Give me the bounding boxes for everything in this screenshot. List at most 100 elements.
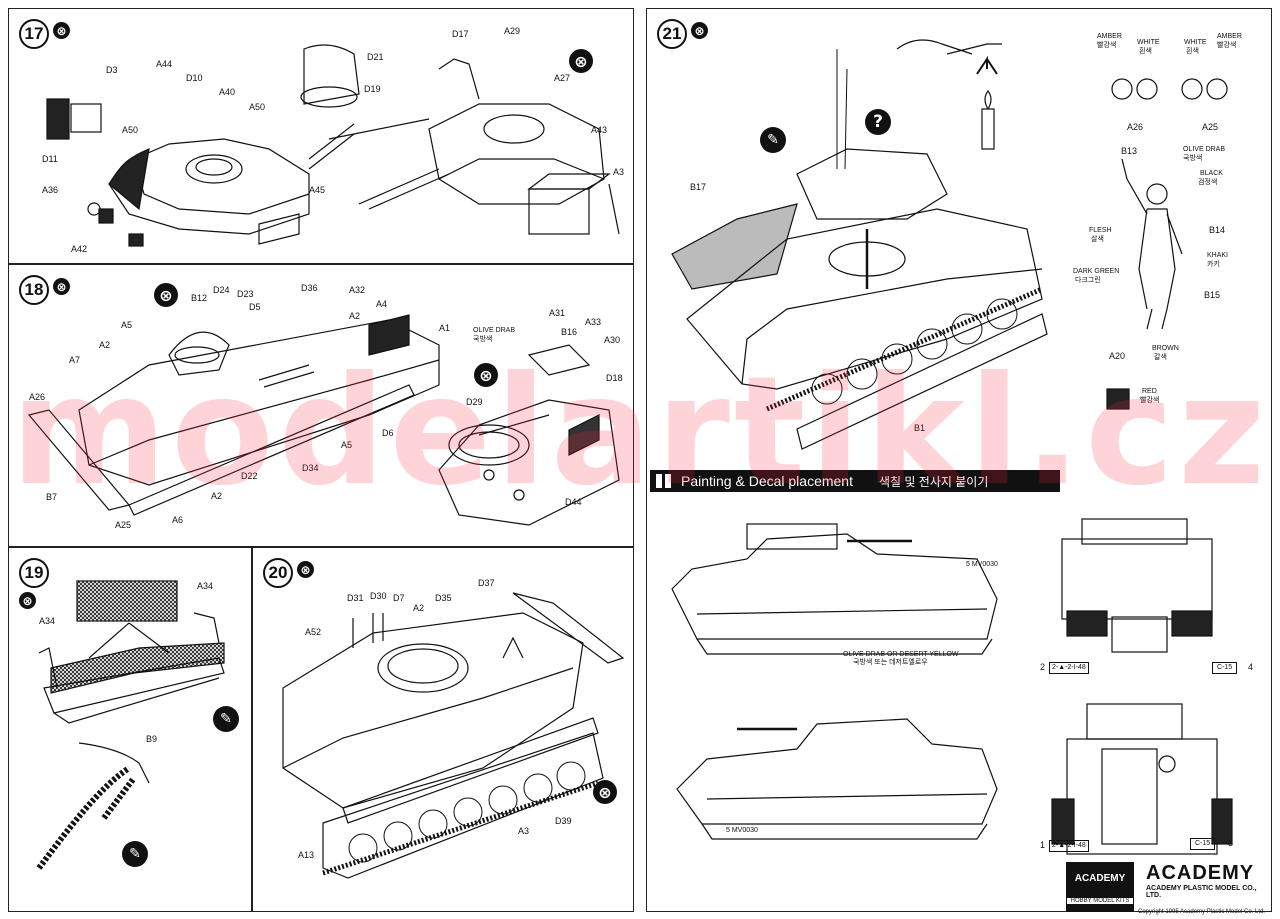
- badge-subtitle: HOBBY MODEL KITS: [1067, 898, 1133, 904]
- part-label: A6: [172, 515, 184, 525]
- no-cement-icon: ⊗: [154, 283, 178, 307]
- part-label: A32: [349, 285, 366, 295]
- part-label: D31: [347, 593, 364, 603]
- part-label: A45: [309, 185, 326, 195]
- part-label: A20: [1109, 351, 1126, 361]
- paint-note-kr: 국방색 또는 데저트엘로우: [853, 659, 928, 666]
- no-cement-icon: ⊗: [474, 363, 498, 387]
- part-label: D11: [42, 154, 58, 164]
- color-callout-en: AMBER: [1217, 33, 1242, 40]
- part-label: D36: [301, 283, 318, 293]
- color-callout-kr: 흰색: [1186, 48, 1199, 55]
- part-label: A3: [518, 826, 530, 836]
- color-callout-en: RED: [1142, 388, 1157, 395]
- part-label: D24: [213, 285, 230, 295]
- step-21-panel: 21 ⊗: [646, 8, 1272, 912]
- part-label: B9: [146, 734, 158, 744]
- part-label: D18: [606, 373, 623, 383]
- color-callout-en: BROWN: [1152, 345, 1179, 352]
- step-number: 19: [19, 558, 49, 588]
- part-label: B17: [690, 182, 707, 192]
- part-label: A26: [1127, 122, 1144, 132]
- color-callout-en: WHITE: [1137, 39, 1160, 46]
- knife-icon: ✎: [213, 706, 239, 732]
- paint-note-en: OLIVE DRAB OR DESERT YELLOW: [843, 651, 959, 658]
- color-callout-kr: 다크그린: [1075, 277, 1101, 284]
- part-label: A36: [42, 185, 59, 195]
- step-20-panel: 20 ⊗ ⊗ D31 D30 D7 A2 D35 D37 A52 A13 A3: [252, 547, 634, 912]
- bar-tick: [665, 474, 671, 488]
- cement-icon: ⊗: [691, 22, 708, 39]
- part-label: A30: [604, 335, 621, 345]
- decal-callout: C-15: [1212, 662, 1238, 674]
- decal-callout: 5 MV0030: [726, 827, 758, 834]
- painting-header: Painting & Decal placement 색칠 및 전사지 붙이기: [650, 470, 1060, 492]
- decal-callout: 2: [1040, 662, 1046, 672]
- step-number: 21: [657, 19, 687, 49]
- no-cement-icon: ⊗: [569, 49, 593, 73]
- cement-icon: ⊗: [297, 561, 314, 578]
- decal-callout: 4: [1248, 662, 1254, 672]
- part-label: D6: [382, 428, 394, 438]
- color-callout-en: KHAKI: [1207, 252, 1229, 259]
- step-17-panel: 17 ⊗: [8, 8, 634, 264]
- part-label: A43: [591, 125, 608, 135]
- paint-callout-kr: 국방색: [473, 336, 493, 343]
- part-label: A25: [1202, 122, 1219, 132]
- part-label: D19: [364, 84, 381, 94]
- part-label: A26: [29, 392, 46, 402]
- step-number: 20: [263, 558, 293, 588]
- badge-title: ACADEMY: [1074, 873, 1126, 884]
- color-callout-kr: 흰색: [1139, 48, 1152, 55]
- cement-icon: ⊗: [53, 22, 70, 39]
- color-callout-en: FLESH: [1089, 227, 1112, 234]
- part-label: A52: [305, 627, 322, 637]
- no-cement-icon: ⊗: [593, 780, 617, 804]
- part-label: D39: [555, 816, 572, 826]
- part-label: D29: [466, 397, 483, 407]
- part-label: A27: [554, 73, 571, 83]
- turret-assembly-drawing: [46, 44, 620, 247]
- color-callout-kr: 빨강색: [1140, 397, 1160, 404]
- part-label: A2: [413, 603, 425, 613]
- decal-callout: 2-▲-2-I-48: [1049, 662, 1089, 674]
- part-label: A5: [121, 320, 133, 330]
- part-label: D37: [478, 578, 495, 588]
- part-label: B16: [561, 327, 578, 337]
- part-label: D7: [393, 593, 405, 603]
- academy-wordmark-logo: ACADEMY ACADEMY PLASTIC MODEL CO., LTD.: [1146, 862, 1264, 899]
- part-label: D34: [302, 463, 319, 473]
- wordmark: ACADEMY: [1146, 862, 1255, 884]
- part-label: A29: [504, 26, 521, 36]
- part-label: A33: [585, 317, 602, 327]
- part-label: A44: [156, 59, 173, 69]
- part-label: B15: [1204, 290, 1221, 300]
- part-label: B13: [1121, 146, 1138, 156]
- part-label: A13: [298, 850, 315, 860]
- part-label: D10: [186, 73, 203, 83]
- color-callout-kr: 갈색: [1154, 354, 1167, 361]
- part-label: D21: [367, 52, 384, 62]
- part-label: A25: [115, 520, 132, 530]
- part-label: B14: [1209, 225, 1226, 235]
- hull-assembly-drawing: [282, 592, 625, 879]
- part-label: A50: [122, 125, 139, 135]
- color-callout-en: WHITE: [1184, 39, 1207, 46]
- step-number: 17: [19, 19, 49, 49]
- step-18-panel: 18 ⊗ ⊗ ⊗ B12 D24 D23 D5 D36 A32 A4 A1 A5…: [8, 264, 634, 547]
- help-icon: ?: [865, 109, 891, 135]
- part-label: A5: [341, 440, 353, 450]
- color-callout-en: DARK GREEN: [1073, 268, 1120, 275]
- color-callout-kr: 살색: [1091, 236, 1104, 243]
- part-label: D30: [370, 591, 387, 601]
- grille-and-track-drawing: [36, 580, 225, 870]
- part-label: B1: [914, 423, 926, 433]
- company-name: ACADEMY PLASTIC MODEL CO., LTD.: [1146, 885, 1257, 899]
- part-label: A2: [211, 491, 223, 501]
- copyright-text: Copyright 1995 Academy Plastic Model Co.…: [1138, 909, 1266, 915]
- cement-icon: ⊗: [53, 278, 70, 295]
- part-label: B12: [191, 293, 208, 303]
- painting-title-kr: 색칠 및 전사지 붙이기: [879, 474, 989, 489]
- knife-icon: ✎: [760, 127, 786, 153]
- part-label: B7: [46, 492, 58, 502]
